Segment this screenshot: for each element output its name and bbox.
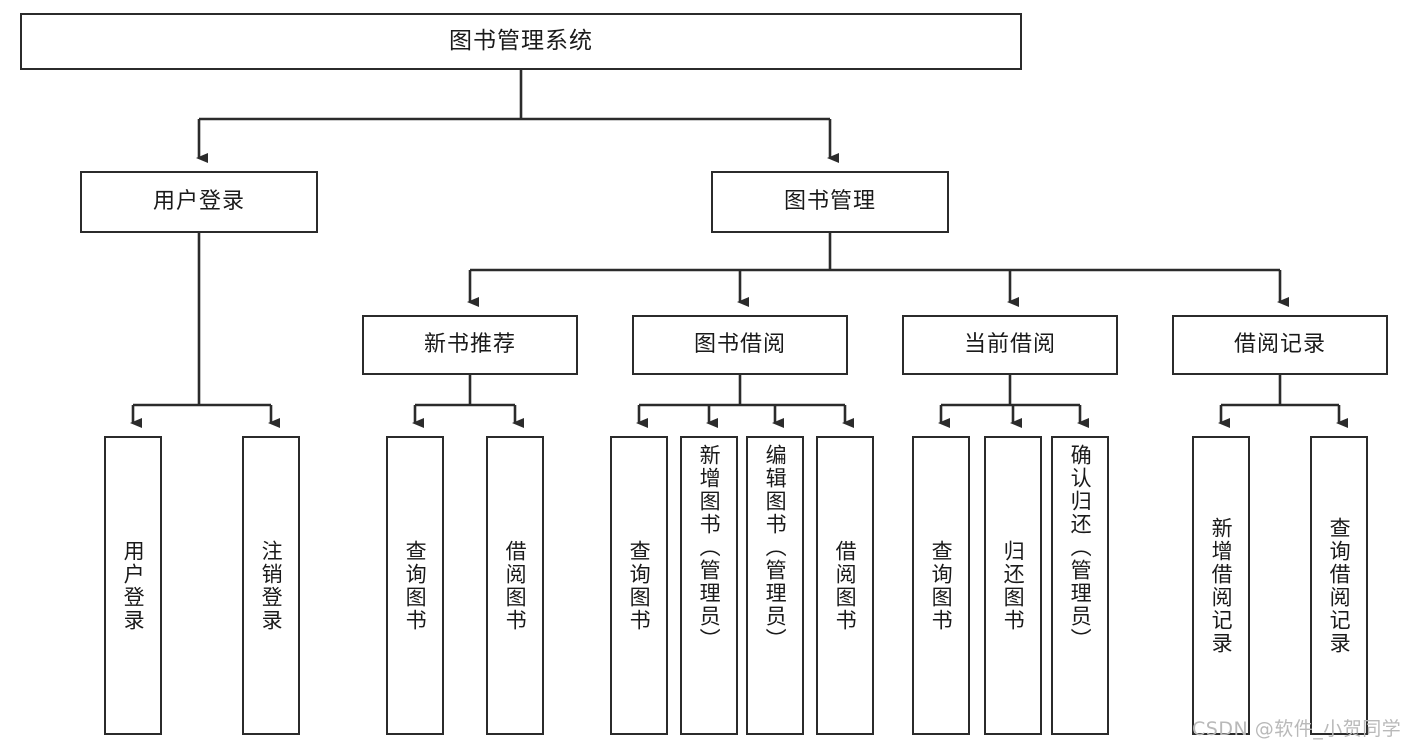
node-leaf-add-record[interactable]: 新增借阅记录 <box>1192 436 1250 735</box>
node-label: 图书借阅 <box>693 331 786 357</box>
node-leaf-query-book-1[interactable]: 查询图书 <box>386 436 444 735</box>
node-user-login[interactable]: 用户登录 <box>80 171 318 233</box>
node-borrow-record[interactable]: 借阅记录 <box>1172 315 1388 375</box>
node-leaf-borrow-book-2[interactable]: 借阅图书 <box>816 436 874 735</box>
node-leaf-user-login[interactable]: 用户登录 <box>104 436 162 735</box>
node-label: 图书管理 <box>783 188 876 214</box>
node-label: 编辑图书（管理员） <box>763 444 788 651</box>
node-current-borrow[interactable]: 当前借阅 <box>902 315 1118 375</box>
node-book-borrow[interactable]: 图书借阅 <box>632 315 848 375</box>
node-leaf-borrow-book-1[interactable]: 借阅图书 <box>486 436 544 735</box>
node-label: 新增借阅记录 <box>1209 516 1234 655</box>
csdn-watermark: CSDN @软件_小贺同学 <box>1192 718 1402 740</box>
node-label: 查询借阅记录 <box>1327 516 1352 655</box>
node-label: 图书管理系统 <box>449 27 593 54</box>
node-label: 归还图书 <box>1001 539 1026 632</box>
node-label: 用户登录 <box>152 188 245 214</box>
node-label: 新书推荐 <box>423 331 516 357</box>
node-leaf-edit-book[interactable]: 编辑图书（管理员） <box>746 436 804 735</box>
node-label: 注销登录 <box>259 539 284 632</box>
node-label: 用户登录 <box>121 539 146 632</box>
node-label: 查询图书 <box>403 539 428 632</box>
node-leaf-confirm-return[interactable]: 确认归还（管理员） <box>1051 436 1109 735</box>
node-book-manage[interactable]: 图书管理 <box>711 171 949 233</box>
node-leaf-query-book-2[interactable]: 查询图书 <box>610 436 668 735</box>
node-leaf-add-book[interactable]: 新增图书（管理员） <box>680 436 738 735</box>
node-label: 查询图书 <box>627 539 652 632</box>
node-leaf-query-book-3[interactable]: 查询图书 <box>912 436 970 735</box>
node-leaf-logout[interactable]: 注销登录 <box>242 436 300 735</box>
node-label: 确认归还（管理员） <box>1068 444 1093 651</box>
node-label: 查询图书 <box>929 539 954 632</box>
node-label: 借阅图书 <box>503 539 528 632</box>
node-leaf-query-record[interactable]: 查询借阅记录 <box>1310 436 1368 735</box>
node-leaf-return-book[interactable]: 归还图书 <box>984 436 1042 735</box>
node-label: 借阅图书 <box>833 539 858 632</box>
node-new-book-rec[interactable]: 新书推荐 <box>362 315 578 375</box>
node-root[interactable]: 图书管理系统 <box>20 13 1022 70</box>
node-label: 当前借阅 <box>963 331 1056 357</box>
node-label: 新增图书（管理员） <box>697 444 722 651</box>
node-label: 借阅记录 <box>1233 331 1326 357</box>
